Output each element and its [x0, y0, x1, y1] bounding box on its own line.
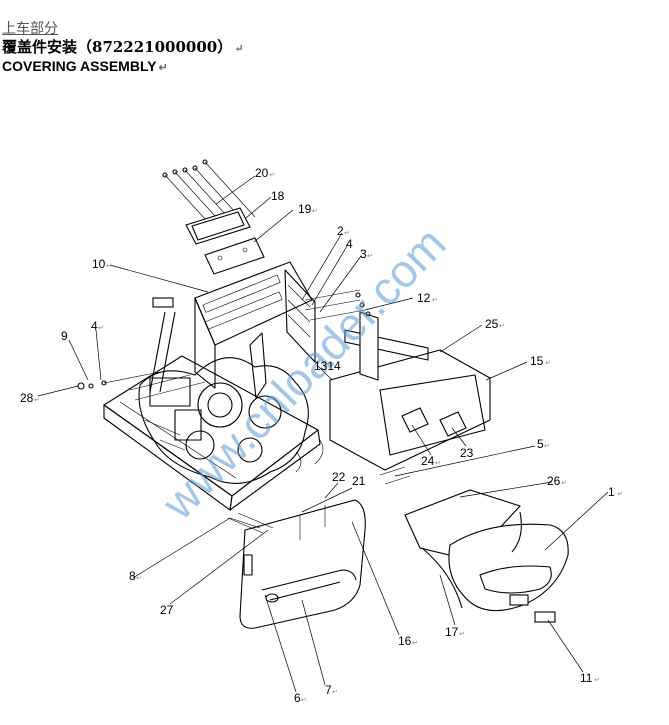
- callout-12: 12: [417, 291, 431, 305]
- svg-text:↵: ↵: [544, 442, 550, 450]
- svg-text:↵: ↵: [332, 688, 338, 696]
- svg-text:↵: ↵: [561, 479, 567, 487]
- svg-text:↵: ↵: [98, 324, 104, 332]
- callout-10: 10: [92, 257, 106, 271]
- assembly-title-en: COVERING ASSEMBLY↵: [2, 58, 168, 74]
- roof-panel-parts: [162, 159, 265, 275]
- callout-18: 18: [271, 189, 285, 203]
- callout-8: 8: [129, 569, 136, 583]
- svg-text:↵: ↵: [312, 207, 318, 215]
- callout-19: 19: [298, 202, 312, 216]
- callout-labels: 1↵ 2↵ 3↵ 4 4↵ 5↵ 6↵ 7↵ 8↵ 9 10↵ 11↵ 12↵ …: [20, 166, 623, 705]
- rear-hood: [404, 489, 569, 623]
- side-covers: [304, 289, 491, 485]
- callout-4a: 4: [346, 237, 353, 251]
- callout-24: 24: [421, 454, 435, 468]
- svg-text:↵: ↵: [545, 359, 551, 367]
- assembly-title-cn: 覆盖件安装（872221000000）↵: [2, 38, 244, 56]
- svg-text:↵: ↵: [136, 574, 142, 582]
- callout-25: 25: [485, 317, 499, 331]
- callout-28: 28: [20, 391, 34, 405]
- svg-text:↵: ↵: [459, 630, 465, 638]
- callout-27: 27: [160, 603, 174, 617]
- callout-11: 11: [580, 671, 593, 685]
- callout-21: 21: [352, 474, 366, 488]
- callout-3: 3: [360, 247, 367, 261]
- callout-20: 20: [255, 166, 269, 180]
- machine-body: [103, 261, 324, 511]
- callout-4b: 4: [91, 319, 98, 333]
- svg-text:↵: ↵: [594, 676, 600, 684]
- svg-text:↵: ↵: [106, 262, 112, 270]
- callout-6: 6: [294, 691, 301, 705]
- callout-13-14: 1314: [314, 359, 341, 373]
- callout-9: 9: [61, 329, 68, 343]
- callout-7: 7: [325, 683, 332, 697]
- callout-2: 2: [337, 224, 344, 238]
- svg-text:↵: ↵: [367, 252, 373, 260]
- svg-text:↵: ↵: [432, 296, 438, 304]
- callout-5: 5: [537, 437, 544, 451]
- svg-text:↵: ↵: [269, 171, 275, 179]
- rear-cover: [227, 499, 366, 629]
- section-heading: 上车部分: [2, 21, 58, 37]
- svg-text:↵: ↵: [435, 459, 441, 467]
- callout-1: 1: [608, 485, 615, 499]
- svg-text:↵: ↵: [344, 229, 350, 237]
- svg-text:↵: ↵: [499, 322, 505, 330]
- svg-text:↵: ↵: [617, 490, 623, 498]
- svg-text:↵: ↵: [412, 639, 418, 647]
- callout-26: 26: [547, 474, 561, 488]
- svg-text:↵: ↵: [34, 396, 40, 404]
- callout-15: 15: [530, 354, 544, 368]
- callout-23: 23: [460, 446, 474, 460]
- leader-lines: [37, 175, 609, 693]
- callout-22: 22: [332, 470, 346, 484]
- svg-text:↵: ↵: [301, 696, 307, 704]
- callout-17: 17: [445, 625, 459, 639]
- callout-16: 16: [398, 634, 412, 648]
